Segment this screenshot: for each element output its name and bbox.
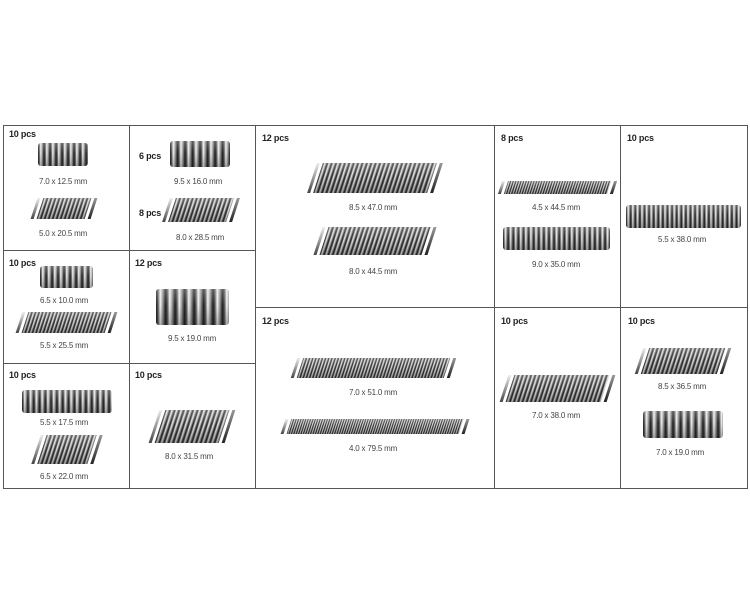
quantity-label: 12 pcs (135, 258, 162, 268)
spring-image (37, 435, 97, 464)
compression-spring-image (40, 266, 93, 288)
spring-image (503, 181, 612, 194)
spring-image (168, 198, 234, 222)
spring-image (21, 312, 112, 333)
spring-image (154, 410, 230, 443)
spring-size-label: 5.0 x 20.5 mm (38, 229, 88, 238)
spring-size-label: 7.0 x 19.0 mm (655, 448, 705, 457)
quantity-label: 10 pcs (9, 370, 36, 380)
spring-size-label: 5.5 x 25.5 mm (39, 341, 89, 350)
quantity-label: 10 pcs (9, 129, 36, 139)
spring-size-label: 7.0 x 12.5 mm (38, 177, 88, 186)
spring-size-label: 9.5 x 16.0 mm (173, 177, 223, 186)
divider (255, 307, 748, 308)
spring-size-label: 6.5 x 22.0 mm (39, 472, 89, 481)
divider (3, 363, 255, 364)
quantity-label: 8 pcs (139, 208, 162, 218)
compression-spring-image (38, 143, 88, 166)
spring-image (319, 227, 431, 255)
divider (129, 125, 130, 489)
quantity-label: 10 pcs (9, 258, 36, 268)
compression-spring-image (156, 289, 229, 325)
spring-size-label: 8.5 x 36.5 mm (657, 382, 707, 391)
spring-size-label: 5.5 x 17.5 mm (39, 418, 89, 427)
spring-image (286, 419, 464, 434)
quantity-label: 8 pcs (501, 133, 524, 143)
quantity-label: 12 pcs (262, 133, 289, 143)
spring-size-label: 7.0 x 51.0 mm (348, 388, 398, 397)
quantity-label: 10 pcs (501, 316, 528, 326)
spring-image (313, 163, 437, 193)
spring-image (505, 375, 610, 402)
spring-size-label: 4.5 x 44.5 mm (531, 203, 581, 212)
spring-size-label: 8.0 x 28.5 mm (175, 233, 225, 242)
spring-size-label: 4.0 x 79.5 mm (348, 444, 398, 453)
spring-size-label: 8.0 x 31.5 mm (164, 452, 214, 461)
quantity-label: 10 pcs (135, 370, 162, 380)
compression-spring-image (643, 411, 723, 438)
quantity-label: 10 pcs (627, 133, 654, 143)
spring-image (296, 358, 451, 378)
spring-size-label: 8.5 x 47.0 mm (348, 203, 398, 212)
spring-image (36, 198, 92, 219)
quantity-label: 12 pcs (262, 316, 289, 326)
spring-image (640, 348, 726, 374)
quantity-label: 6 pcs (139, 151, 162, 161)
compression-spring-image (503, 227, 610, 250)
spring-size-label: 8.0 x 44.5 mm (348, 267, 398, 276)
spring-size-label: 9.0 x 35.0 mm (531, 260, 581, 269)
divider (3, 250, 255, 251)
compression-spring-image (626, 205, 741, 228)
compression-spring-image (22, 390, 112, 413)
spring-size-label: 9.5 x 19.0 mm (167, 334, 217, 343)
spring-size-label: 6.5 x 10.0 mm (39, 296, 89, 305)
compression-spring-image (170, 141, 230, 167)
quantity-label: 10 pcs (628, 316, 655, 326)
spring-size-label: 5.5 x 38.0 mm (657, 235, 707, 244)
spring-size-label: 7.0 x 38.0 mm (531, 411, 581, 420)
